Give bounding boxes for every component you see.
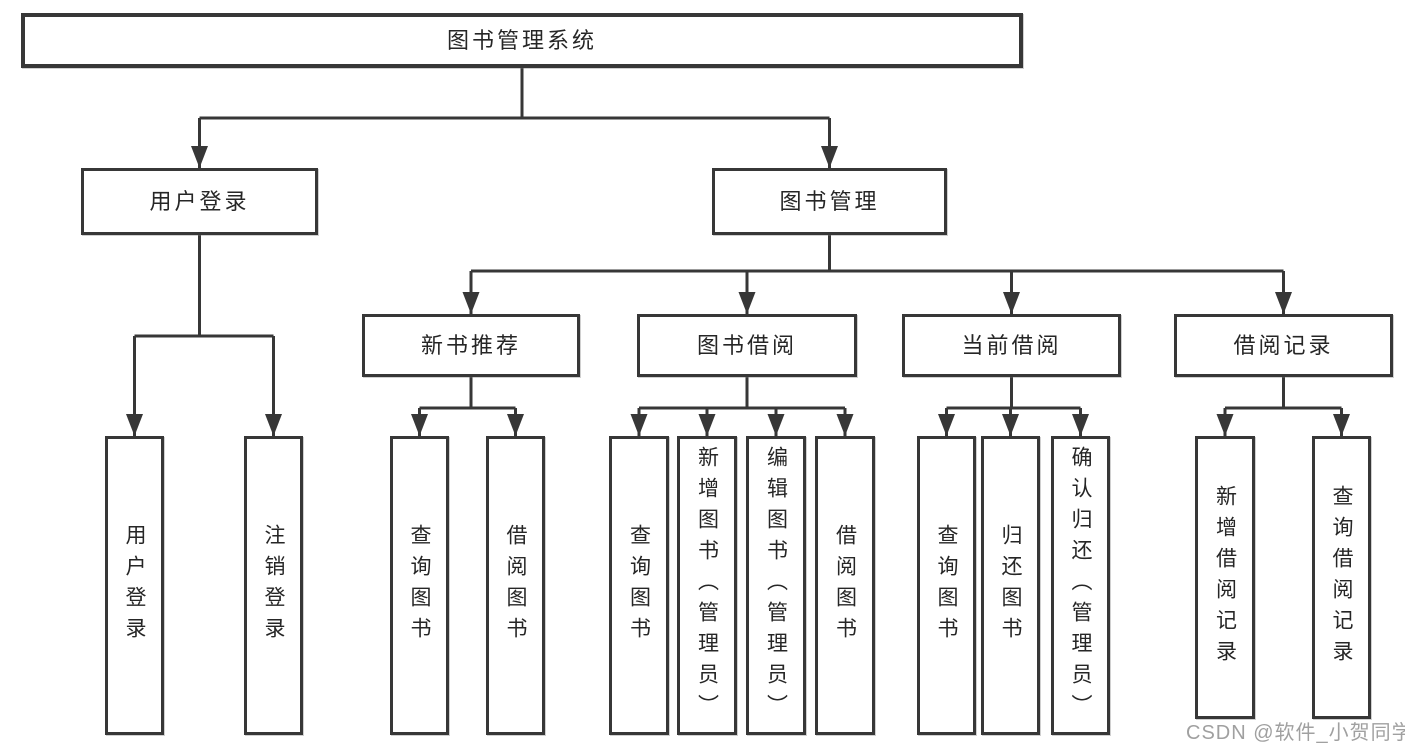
node-label: 图书管理 — [779, 188, 880, 214]
node-label: 借阅图书 — [504, 523, 527, 648]
node-library-management-system: 图书管理系统 — [21, 13, 1023, 68]
node-label: 新增图书（管理员） — [695, 446, 719, 725]
leaf-query-borrow-record: 查询借阅记录 — [1312, 436, 1371, 719]
node-label: 确认归还（管理员） — [1069, 446, 1092, 725]
leaf-query-books-recommend: 查询图书 — [390, 436, 449, 735]
node-label: 查询图书 — [627, 523, 651, 648]
leaf-borrow-books-borrowing: 借阅图书 — [815, 436, 875, 735]
csdn-watermark: CSDN @软件_小贺同学 — [1186, 722, 1405, 744]
leaf-query-books-current: 查询图书 — [917, 436, 976, 735]
node-user-login: 用户登录 — [81, 168, 318, 235]
node-label: 用户登录 — [123, 523, 146, 648]
node-label: 借阅记录 — [1233, 332, 1334, 358]
node-book-borrowing: 图书借阅 — [637, 314, 857, 377]
node-label: 查询图书 — [408, 523, 431, 648]
node-label: 新增借阅记录 — [1213, 484, 1237, 671]
node-label: 图书管理系统 — [446, 27, 597, 53]
node-label: 查询借阅记录 — [1330, 484, 1353, 671]
node-book-management: 图书管理 — [712, 168, 947, 235]
leaf-user-login: 用户登录 — [105, 436, 164, 735]
leaf-logout: 注销登录 — [244, 436, 303, 735]
node-label: 用户登录 — [149, 188, 250, 214]
node-label: 查询图书 — [935, 523, 958, 648]
leaf-add-book-admin: 新增图书（管理员） — [677, 436, 737, 735]
node-label: 当前借阅 — [961, 332, 1062, 358]
leaf-add-borrow-record: 新增借阅记录 — [1195, 436, 1255, 719]
leaf-confirm-return-admin: 确认归还（管理员） — [1051, 436, 1110, 735]
node-label: 注销登录 — [262, 523, 285, 648]
node-borrowing-records: 借阅记录 — [1174, 314, 1393, 377]
node-current-borrowing: 当前借阅 — [902, 314, 1121, 377]
node-label: 新书推荐 — [420, 332, 521, 358]
leaf-borrow-books-recommend: 借阅图书 — [486, 436, 545, 735]
node-new-book-recommendation: 新书推荐 — [362, 314, 580, 377]
node-label: 借阅图书 — [833, 523, 857, 648]
node-label: 编辑图书（管理员） — [764, 446, 788, 725]
leaf-edit-book-admin: 编辑图书（管理员） — [746, 436, 806, 735]
node-label: 图书借阅 — [696, 332, 797, 358]
leaf-return-book: 归还图书 — [981, 436, 1040, 735]
node-label: 归还图书 — [999, 523, 1022, 648]
leaf-query-books-borrowing: 查询图书 — [609, 436, 669, 735]
